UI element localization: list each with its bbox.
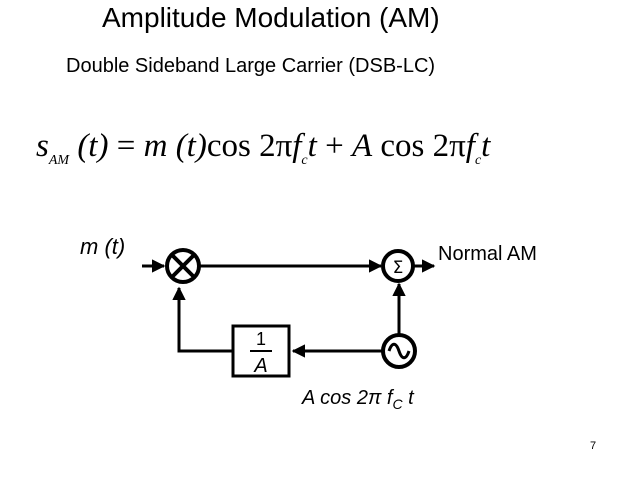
- am-equation: sAM (t) = m (t)cos 2πfct + A cos 2πfct: [36, 126, 490, 181]
- summer-symbol: Σ: [393, 258, 404, 278]
- eq-t1: t: [307, 128, 317, 164]
- eq-message: m: [143, 128, 168, 164]
- eq-t2: t: [481, 128, 491, 164]
- eq-lhs-subscript: AM: [48, 153, 70, 168]
- eq-lhs-symbol: s: [36, 128, 49, 164]
- slide-title: Amplitude Modulation (AM): [102, 2, 440, 33]
- output-label: Normal AM: [438, 243, 537, 265]
- slide-subtitle: Double Sideband Large Carrier (DSB-LC): [66, 55, 436, 77]
- eq-cos-term-1: cos 2π: [206, 128, 293, 164]
- eq-plus: +: [316, 128, 352, 164]
- eq-f1-subscript: c: [301, 153, 308, 168]
- oscillator-block: [381, 333, 417, 369]
- oscillator-label: A cos 2π fC t: [301, 387, 415, 412]
- eq-message-arg: (t): [175, 128, 207, 164]
- eq-equals: =: [108, 128, 144, 164]
- oscillator-label-main: A cos 2π f: [301, 387, 395, 409]
- oscillator-label-tail: t: [403, 387, 416, 409]
- scaler-numerator: 1: [256, 329, 266, 349]
- page-number: 7: [590, 440, 597, 452]
- scaler-to-multiplier-arrow: [172, 286, 233, 353]
- oscillator-label-subscript: C: [392, 396, 403, 412]
- eq-lhs-arg: (t): [77, 128, 109, 164]
- input-label: m (t): [80, 234, 125, 259]
- eq-amplitude: A: [351, 128, 373, 164]
- scaler-denominator: A: [253, 355, 267, 377]
- eq-f2-subscript: c: [474, 153, 482, 168]
- eq-f1: f: [292, 128, 302, 164]
- multiplier-block: [165, 248, 201, 284]
- eq-f2: f: [465, 128, 475, 164]
- eq-cos-term-2: cos 2π: [372, 128, 466, 164]
